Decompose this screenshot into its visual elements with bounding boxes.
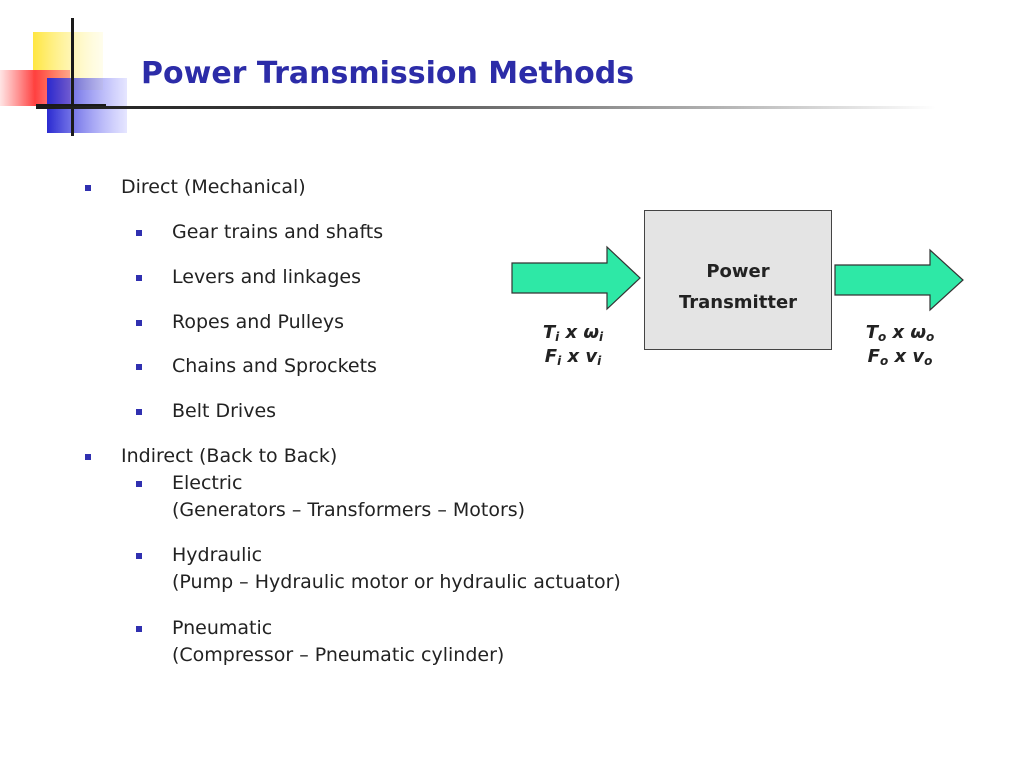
bullet-marker — [136, 364, 142, 370]
bullet-marker — [136, 230, 142, 236]
bullet-text: Electric — [172, 472, 243, 494]
box-label-line2: Transmitter — [678, 292, 798, 313]
bullet-marker — [85, 185, 91, 191]
subscript: o — [877, 330, 887, 344]
input-torque-line: Ti x ωi — [518, 321, 628, 345]
input-force-line: Fi x vi — [518, 345, 628, 369]
bullet-direct: Direct (Mechanical) — [85, 174, 306, 201]
bullet-text: Gear trains and shafts — [172, 221, 384, 243]
bullet-marker — [136, 275, 142, 281]
bullet-ropes: Ropes and Pulleys — [136, 309, 345, 336]
bullet-gear: Gear trains and shafts — [136, 219, 384, 246]
operator: x — [561, 346, 586, 367]
subscript: i — [597, 354, 602, 368]
bullet-marker — [136, 409, 142, 415]
bullet-levers: Levers and linkages — [136, 264, 361, 291]
bullet-text: Belt Drives — [172, 400, 277, 422]
bullet-text: Pneumatic — [172, 617, 273, 639]
symbol: T — [542, 322, 556, 343]
bullet-hydraulic: Hydraulic (Pump – Hydraulic motor or hyd… — [136, 542, 621, 596]
bullet-pneumatic: Pneumatic (Compressor – Pneumatic cylind… — [136, 615, 505, 669]
bullet-marker — [136, 553, 142, 559]
symbol: ω — [583, 322, 600, 343]
symbol: T — [865, 322, 878, 343]
output-arrow — [834, 248, 964, 312]
bullet-text: Indirect (Back to Back) — [121, 445, 338, 467]
power-transmitter-diagram: Power Transmitter Ti x ωi Fi x vi To x ω… — [505, 205, 975, 395]
output-force-line: Fo x vo — [845, 345, 955, 369]
bullet-text: Levers and linkages — [172, 266, 361, 288]
symbol: ω — [910, 322, 927, 343]
diagram-arrows — [511, 245, 964, 312]
output-torque-line: To x ωo — [845, 321, 955, 345]
bullet-marker — [136, 626, 142, 632]
input-formula: Ti x ωi Fi x vi — [518, 321, 628, 369]
bullet-text: Hydraulic — [172, 544, 263, 566]
bullet-electric: Electric (Generators – Transformers – Mo… — [136, 470, 526, 524]
bullet-marker — [136, 481, 142, 487]
slide-title: Power Transmission Methods — [141, 56, 635, 91]
box-label-line1: Power — [706, 261, 770, 282]
corner-logo — [0, 0, 140, 140]
bullet-text: Chains and Sprockets — [172, 355, 377, 377]
bullet-belt: Belt Drives — [136, 398, 277, 425]
subscript: i — [557, 354, 562, 368]
symbol: F — [544, 346, 558, 367]
output-formula: To x ωo Fo x vo — [845, 321, 955, 369]
bullet-detail: (Generators – Transformers – Motors) — [172, 499, 526, 521]
bullet-text: Direct (Mechanical) — [121, 176, 306, 198]
bullet-chains: Chains and Sprockets — [136, 353, 377, 380]
symbol: v — [912, 346, 925, 367]
bullet-text: Ropes and Pulleys — [172, 311, 345, 333]
operator: x — [888, 346, 913, 367]
bullet-detail: (Pump – Hydraulic motor or hydraulic act… — [172, 571, 621, 593]
symbol: F — [867, 346, 880, 367]
subscript: o — [924, 354, 933, 368]
power-transmitter-box: Power Transmitter — [644, 210, 832, 350]
bullet-marker — [85, 454, 91, 460]
subscript: o — [879, 354, 889, 368]
bullet-detail: (Compressor – Pneumatic cylinder) — [172, 644, 505, 666]
bullet-marker — [136, 320, 142, 326]
title-divider — [36, 106, 936, 109]
bullet-indirect: Indirect (Back to Back) — [85, 443, 338, 470]
subscript: i — [599, 330, 604, 344]
subscript: o — [926, 330, 935, 344]
operator: x — [559, 322, 584, 343]
subscript: i — [555, 330, 560, 344]
operator: x — [886, 322, 911, 343]
symbol: v — [585, 346, 598, 367]
input-arrow — [511, 245, 641, 311]
